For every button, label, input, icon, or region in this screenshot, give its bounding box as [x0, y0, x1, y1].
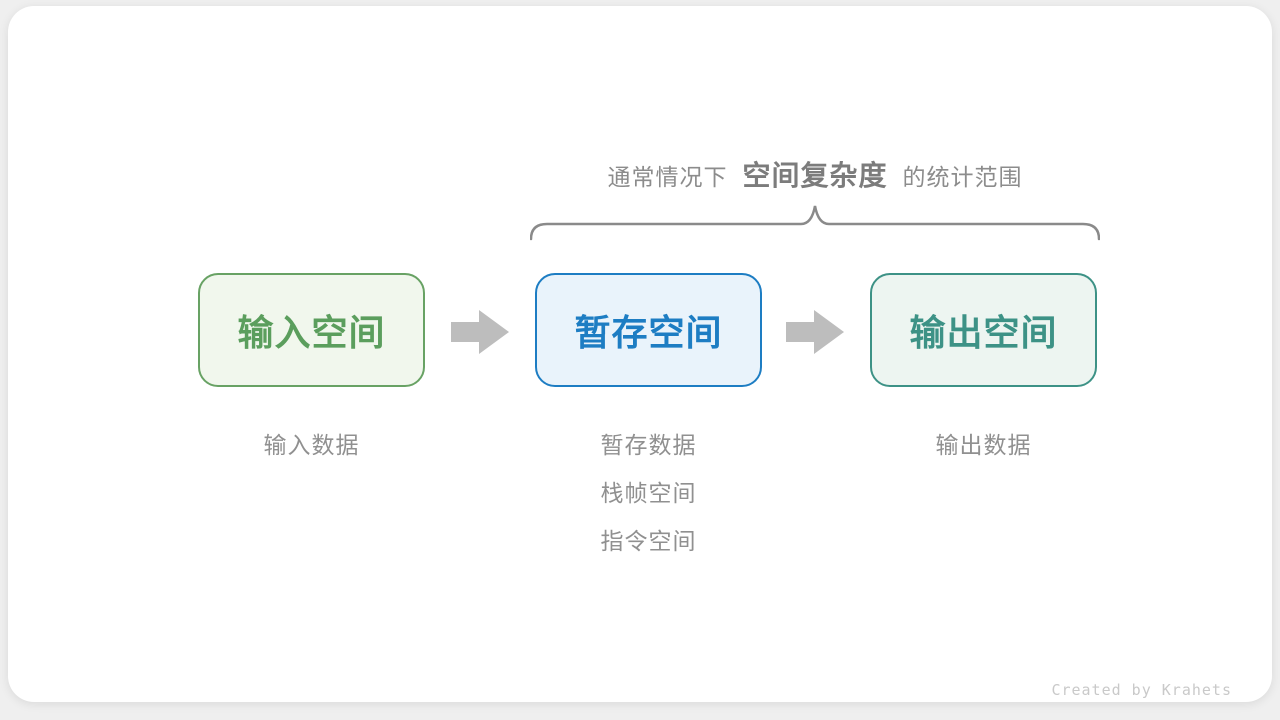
note-input-data: 输入数据 [198, 421, 425, 469]
note-line: 输入数据 [263, 432, 360, 458]
note-line: 输出数据 [935, 432, 1032, 458]
box-temp-space-label: 暂存空间 [574, 312, 723, 353]
credit-text: Created by Krahets [1051, 681, 1232, 699]
right-arrow-icon [451, 310, 509, 354]
right-arrow-icon [786, 310, 844, 354]
box-temp-space: 暂存空间 [535, 273, 762, 387]
diagram-card: 通常情况下 空间复杂度 的统计范围 输入空间 暂存空间 输出空间 输入数据 暂存… [8, 6, 1272, 702]
note-output-data: 输出数据 [870, 421, 1097, 469]
note-line: 指令空间 [600, 528, 697, 554]
note-temp-data: 暂存数据 栈帧空间 指令空间 [535, 421, 762, 565]
note-line: 栈帧空间 [600, 480, 697, 506]
box-input-space-label: 输入空间 [237, 312, 386, 353]
scope-annotation: 通常情况下 空间复杂度 的统计范围 [530, 154, 1100, 191]
box-output-space: 输出空间 [870, 273, 1097, 387]
annotation-suffix: 的统计范围 [902, 164, 1023, 190]
curly-brace-icon [529, 204, 1101, 242]
note-line: 暂存数据 [600, 432, 697, 458]
annotation-prefix: 通常情况下 [607, 164, 728, 190]
box-input-space: 输入空间 [198, 273, 425, 387]
annotation-highlight: 空间复杂度 [742, 160, 888, 191]
box-output-space-label: 输出空间 [909, 312, 1058, 353]
